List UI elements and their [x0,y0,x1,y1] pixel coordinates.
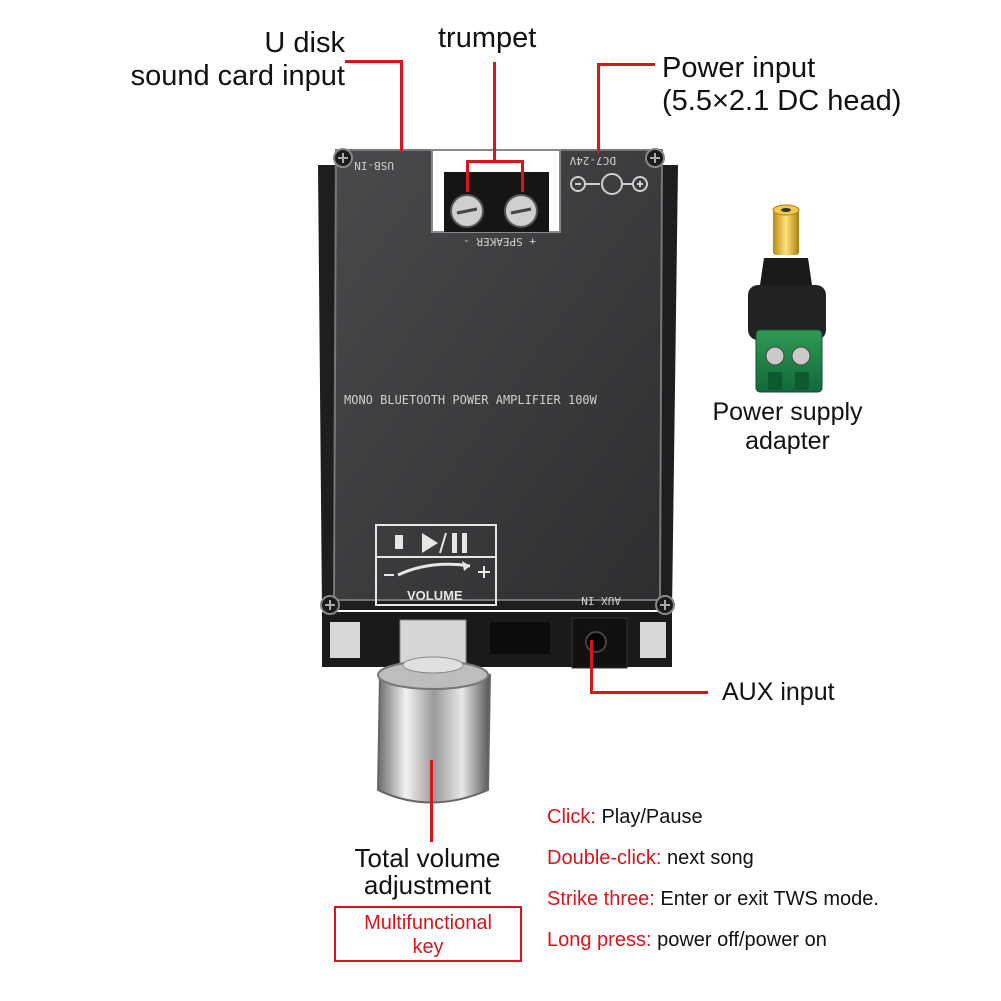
trumpet-callout-right [521,160,524,192]
adapter-label-line2: adapter [745,426,830,455]
aux-callout-line-h [590,691,708,694]
multifunctional-key-box: Multifunctional key [334,906,522,962]
multi-label-line1: Multifunctional [364,912,492,934]
power-label-line2: (5.5×2.1 DC head) [662,85,902,118]
function-value: power off/power on [657,929,827,951]
screw-icons [320,148,675,615]
trumpet-label: trumpet [438,22,537,54]
power-callout-line-h [597,63,655,66]
function-click: Click: Play/Pause [547,806,703,829]
knob-callout-line [430,760,433,842]
power-label-line1: Power input [662,52,816,84]
power-supply-adapter [748,204,826,393]
usb-label: U disk sound card input [100,27,345,94]
trumpet-callout-left [466,160,469,192]
usb-in-silk: USB-IN [354,159,394,172]
volume-silk: VOLUME [407,588,463,603]
function-value: Enter or exit TWS mode. [660,888,879,910]
usb-callout-line-v [400,60,403,152]
control-legend-box: VOLUME [375,524,497,606]
function-value: Play/Pause [601,806,703,828]
dc-silk: DC7-24V [569,154,616,167]
trumpet-callout-stem [493,62,496,162]
volume-knob [376,619,492,804]
adapter-label-line1: Power supply [712,398,863,426]
function-long-press: Long press: power off/power on [547,929,827,952]
aux-callout-line-v [590,640,593,693]
volume-label-line1: Total volume [354,843,501,873]
function-key: Click: [547,806,596,828]
volume-label: Total volume adjustment [330,843,525,901]
speaker-silk: + SPEAKER - [463,235,536,248]
adapter-label: Power supply adapter [690,398,885,456]
hand-press-icon [395,535,403,549]
usb-callout-line-h [345,60,403,63]
function-value: next song [667,847,754,869]
function-key: Double-click: [547,847,662,869]
board-title: MONO BLUETOOTH POWER AMPLIFIER 100W [344,393,598,407]
usb-label-line2: sound card input [130,60,345,93]
usb-label-line1: U disk [264,27,345,59]
pause-icon [452,533,457,553]
aux-in-silk: AUX IN [581,594,621,607]
function-strike-three: Strike three: Enter or exit TWS mode. [547,888,879,911]
function-key: Strike three: [547,888,655,910]
function-key: Long press: [547,929,652,951]
function-double-click: Double-click: next song [547,847,754,870]
trumpet-callout-bar [466,160,524,163]
play-icon [422,533,438,553]
speaker-terminal [444,172,549,232]
multi-label-line2: key [412,936,444,958]
volume-label-line2: adjustment [363,870,492,901]
dc-polarity-icon [570,173,648,195]
aux-label: AUX input [722,678,835,706]
power-input-label: Power input (5.5×2.1 DC head) [662,52,901,119]
power-callout-line-v [597,63,600,153]
